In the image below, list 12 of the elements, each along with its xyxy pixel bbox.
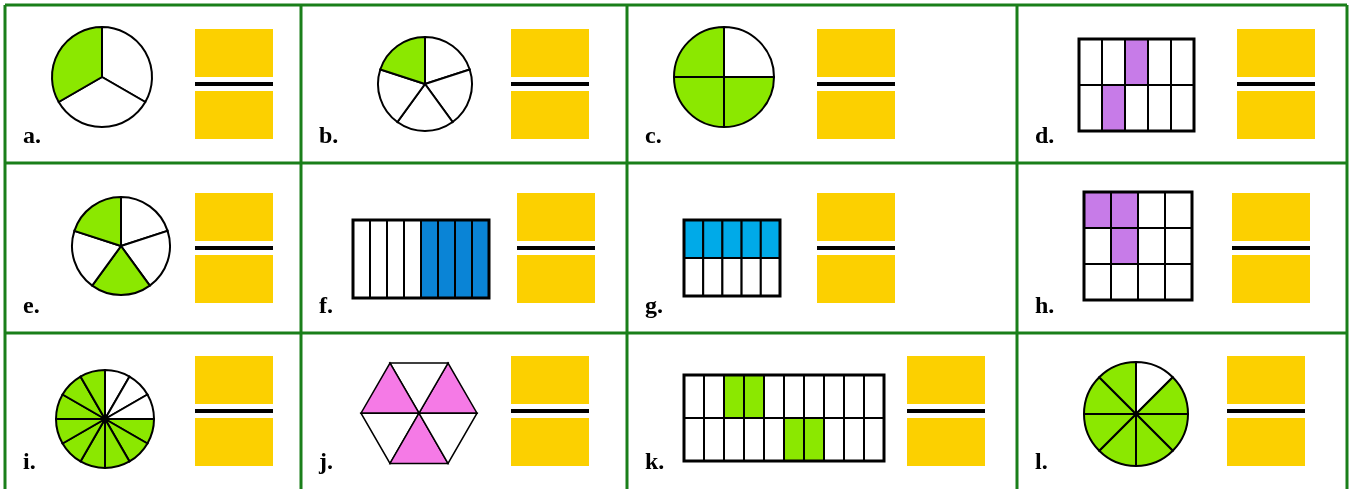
item-letter: k. xyxy=(645,448,665,475)
item-letter: d. xyxy=(1035,122,1055,149)
item-letter: e. xyxy=(23,292,40,319)
item-letter: c. xyxy=(645,122,662,149)
item-letter: f. xyxy=(319,292,333,319)
item-letter: i. xyxy=(23,448,36,475)
item-letter: g. xyxy=(645,292,663,319)
item-letter: a. xyxy=(23,122,41,149)
item-letter: l. xyxy=(1035,448,1048,475)
item-letter: j. xyxy=(319,448,333,475)
item-letter: b. xyxy=(319,122,339,149)
item-letter: h. xyxy=(1035,292,1055,319)
